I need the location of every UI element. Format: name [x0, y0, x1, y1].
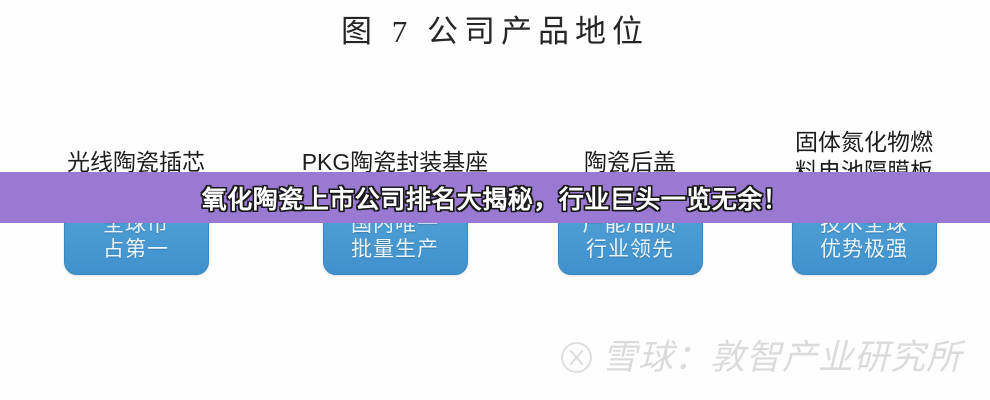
node-status-line-2: 占第一: [103, 238, 169, 261]
node-status-line-2: 优势极强: [820, 238, 908, 261]
overlay-banner-text: 氧化陶瓷上市公司排名大揭秘，行业巨头一览无余！: [201, 185, 789, 214]
node-status-line-2: 行业领先: [586, 238, 674, 261]
node-header-line-1: 陶瓷后盖: [584, 149, 676, 175]
node-header-line-1: PKG陶瓷封装基座: [301, 149, 489, 175]
node-header: PKG陶瓷封装基座: [295, 148, 495, 177]
node-status-line-2: 批量生产: [351, 238, 439, 261]
node-header: 陶瓷后盖: [530, 148, 730, 177]
node-header-line-1: 固体氮化物燃: [795, 129, 933, 155]
node-header-line-1: 光线陶瓷插芯: [67, 149, 205, 175]
figure-title: 图 7 公司产品地位: [341, 14, 649, 49]
overlay-banner: 氧化陶瓷上市公司排名大揭秘，行业巨头一览无余！: [0, 172, 990, 223]
node-header: 光线陶瓷插芯: [36, 148, 236, 177]
